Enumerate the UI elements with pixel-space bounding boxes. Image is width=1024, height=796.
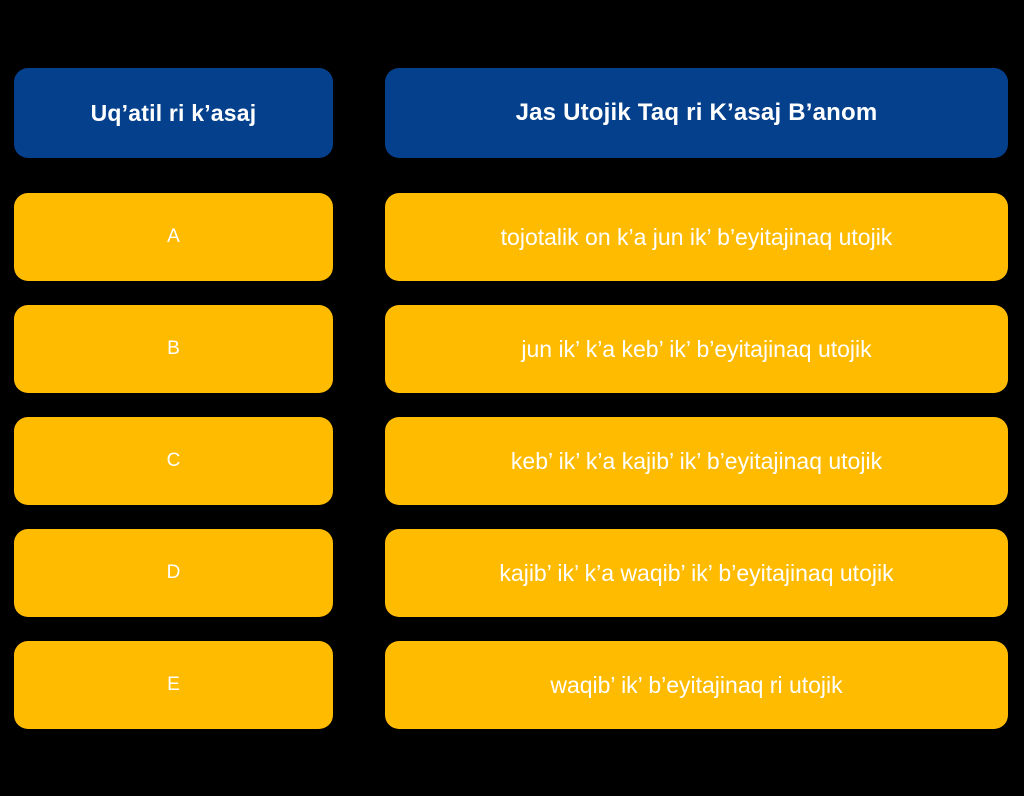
- category-cell-b[interactable]: B: [14, 305, 333, 393]
- category-cell-c[interactable]: C: [14, 417, 333, 505]
- description-cell-c[interactable]: keb’ ik’ k’a kajib’ ik’ b’eyitajinaq uto…: [385, 417, 1008, 505]
- description-column-header: Jas Utojik Taq ri K’asaj B’anom: [385, 68, 1008, 158]
- description-cell-e[interactable]: waqib’ ik’ b’eyitajinaq ri utojik: [385, 641, 1008, 729]
- category-cell-a[interactable]: A: [14, 193, 333, 281]
- category-column-header: Uq’atil ri k’asaj: [14, 68, 333, 158]
- description-column: Jas Utojik Taq ri K’asaj B’anom tojotali…: [385, 68, 1008, 729]
- description-cell-b[interactable]: jun ik’ k’a keb’ ik’ b’eyitajinaq utojik: [385, 305, 1008, 393]
- description-cell-a[interactable]: tojotalik on k’a jun ik’ b’eyitajinaq ut…: [385, 193, 1008, 281]
- description-cell-d[interactable]: kajib’ ik’ k’a waqib’ ik’ b’eyitajinaq u…: [385, 529, 1008, 617]
- category-cell-e[interactable]: E: [14, 641, 333, 729]
- category-column: Uq’atil ri k’asaj A B C D E: [14, 68, 333, 729]
- category-cell-d[interactable]: D: [14, 529, 333, 617]
